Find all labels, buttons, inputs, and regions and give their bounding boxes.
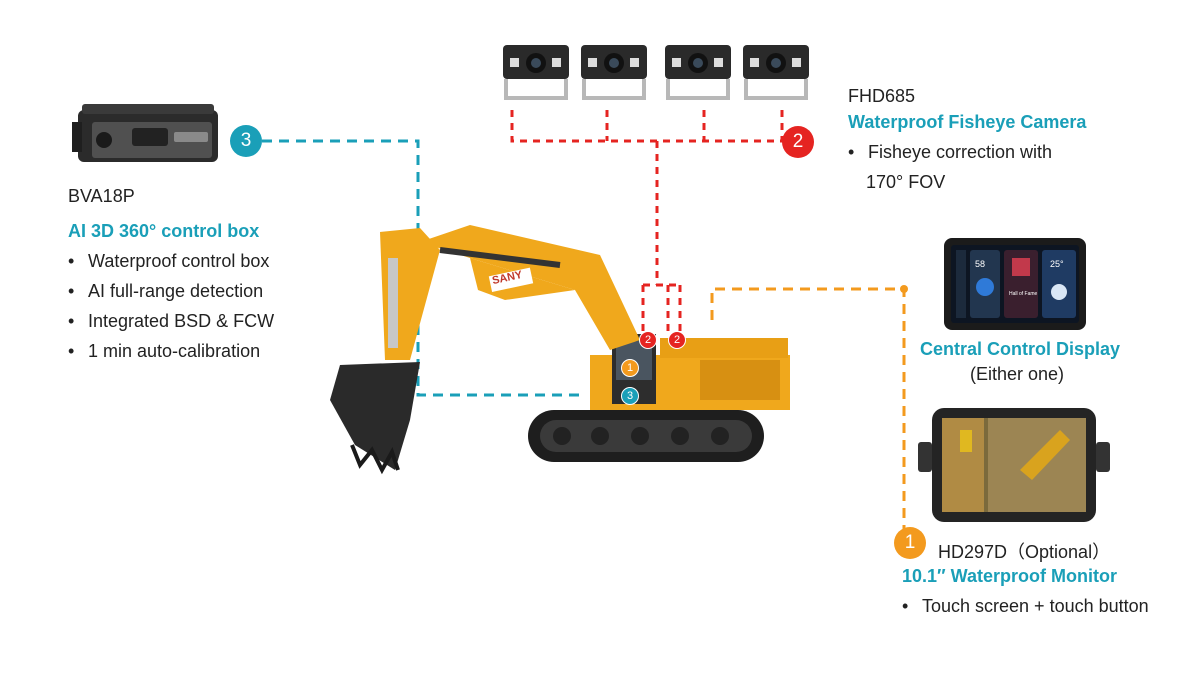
camera-image-4 [743, 45, 809, 100]
monitor-title: 10.1″ Waterproof Monitor [902, 566, 1117, 586]
list-item: •Fisheye correction with [848, 142, 1053, 162]
connection-line-control-box [262, 139, 580, 397]
control-box-image [72, 104, 218, 162]
excavator-marker-camera-right: 2 [668, 331, 686, 349]
display-title: Central Control Display [920, 339, 1121, 359]
excavator-image [330, 225, 790, 475]
excavator-marker-monitor: 1 [621, 359, 639, 377]
excavator-marker-camera-left: 2 [639, 331, 657, 349]
control-box-feature-list: •Waterproof control box •AI full-range d… [68, 246, 274, 366]
display-note: (Either one) [970, 364, 1065, 384]
camera-image-1 [503, 45, 569, 100]
connection-line-cameras [510, 110, 785, 333]
display-temperature: 25° [1050, 259, 1064, 269]
list-item: 170° FOV [866, 172, 946, 192]
list-item: •Touch screen + touch button [902, 596, 1149, 616]
list-item: •AI full-range detection [68, 281, 264, 301]
connection-line-display [710, 287, 906, 530]
list-item: •Waterproof control box [68, 251, 270, 271]
excavator-marker-control-box: 3 [621, 387, 639, 405]
list-item: •1 min auto-calibration [68, 341, 261, 361]
display-song-title: Hall of Fame [1009, 291, 1038, 297]
monitor-badge: 1 [894, 527, 926, 559]
monitor-feature-list: •Touch screen + touch button [902, 591, 1149, 621]
central-display-image [944, 238, 1086, 330]
junction-dot [900, 285, 908, 293]
camera-model: FHD685 [848, 86, 916, 106]
camera-image-2 [581, 45, 647, 100]
monitor-model: HD297D（Optional） [938, 542, 1111, 562]
camera-badge: 2 [782, 126, 814, 158]
display-speed-value: 58 [975, 259, 986, 269]
control-box-badge: 3 [230, 125, 262, 157]
list-item: •Integrated BSD & FCW [68, 311, 275, 331]
camera-feature-list: •Fisheye correction with 170° FOV [848, 137, 1052, 197]
control-box-model: BVA18P [68, 186, 135, 206]
monitor-image [918, 408, 1110, 522]
control-box-title: AI 3D 360° control box [68, 221, 260, 241]
camera-title: Waterproof Fisheye Camera [848, 112, 1087, 132]
camera-image-3 [665, 45, 731, 100]
